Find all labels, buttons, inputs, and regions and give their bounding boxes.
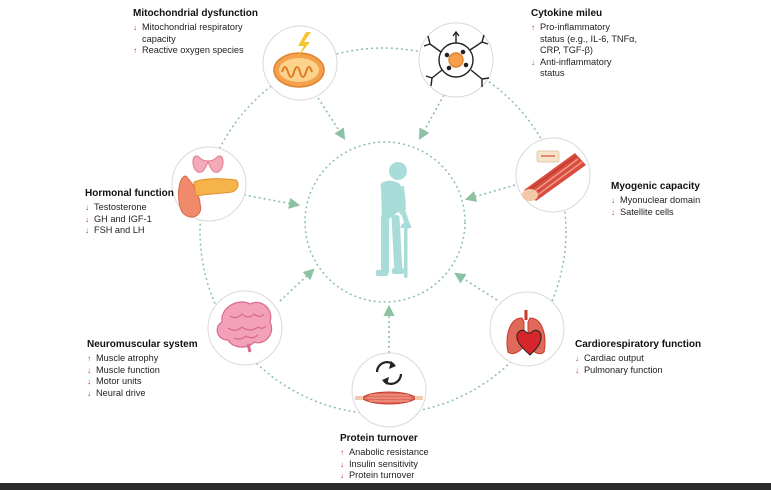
outer-cycle-ring [199, 47, 567, 415]
node-item-text: Anti-inflammatory status [540, 56, 612, 79]
node-title-cardio: Cardiorespiratory function [575, 339, 702, 350]
thyroid-pancreas-icon [178, 155, 239, 218]
node-item-hormone-1: ↓ GH and IGF-1 [85, 214, 174, 225]
node-item-neuro-1: ↓ Muscle function [87, 365, 198, 376]
node-item-protein-1: ↓ Insulin sensitivity [340, 459, 429, 470]
node-item-text: Neural drive [96, 387, 146, 398]
node-item-cardio-0: ↓ Cardiac output [575, 353, 701, 364]
node-item-text: Pulmonary function [584, 364, 663, 375]
increase-arrow-icon: ↑ [133, 46, 137, 56]
increase-arrow-icon: ↑ [87, 354, 91, 364]
node-item-protein-0: ↑ Anabolic resistance [340, 447, 429, 458]
arrow-hormone [238, 193, 301, 209]
brain-icon [216, 301, 273, 353]
arrow-cardio [454, 272, 498, 301]
bottom-bar [0, 483, 771, 490]
decrease-arrow-icon: ↓ [87, 377, 91, 387]
node-item-text: Satellite cells [620, 206, 674, 217]
node-item-mito-0: ↓ Mitochondrial respiratory capacity [133, 22, 258, 45]
node-item-cyto-1: ↓ Anti-inflammatory status [531, 57, 637, 80]
node-item-text: GH and IGF-1 [94, 213, 152, 224]
decrease-arrow-icon: ↓ [575, 354, 579, 364]
immune-cell-icon [423, 30, 490, 87]
node-title-neuro: Neuromuscular system [87, 339, 198, 350]
node-item-text: Mitochondrial respiratory capacity [142, 22, 243, 44]
node-item-neuro-2: ↓ Motor units [87, 376, 198, 387]
center-ring [304, 141, 466, 303]
node-circle-cardio [489, 291, 565, 367]
text-block-neuro: Neuromuscular system ↑ Muscle atrophy ↓ Musc… [87, 339, 198, 399]
node-item-mito-1: ↑ Reactive oxygen species [133, 45, 258, 56]
text-block-mito: Mitochondrial dysfunction ↓ Mitochondrial … [133, 8, 258, 57]
arrow-myo [464, 184, 516, 202]
text-block-myo: Myogenic capacity ↓ Myonuclear domain ↓ Sate… [611, 181, 700, 218]
node-item-myo-1: ↓ Satellite cells [611, 207, 700, 218]
node-item-myo-0: ↓ Myonuclear domain [611, 195, 700, 206]
node-item-protein-2: ↓ Protein turnover [340, 470, 429, 481]
connector-arrows [238, 94, 516, 353]
node-item-neuro-0: ↑ Muscle atrophy [87, 353, 198, 364]
node-item-text: FSH and LH [94, 225, 145, 236]
node-item-text: Protein turnover [349, 470, 415, 481]
node-item-text: Anabolic resistance [349, 447, 429, 458]
arrow-cyto [418, 94, 445, 140]
text-block-hormone: Hormonal function ↓ Testosterone ↓ GH and IG… [85, 188, 174, 237]
node-item-neuro-3: ↓ Neural drive [87, 388, 198, 399]
decrease-arrow-icon: ↓ [85, 226, 89, 236]
decrease-arrow-icon: ↓ [575, 365, 579, 375]
node-title-cyto: Cytokine mileu [531, 8, 603, 19]
node-item-text: Reactive oxygen species [142, 45, 244, 56]
decrease-arrow-icon: ↓ [85, 214, 89, 224]
text-block-cyto: Cytokine mileu ↑ Pro-inflammatory status (… [531, 8, 637, 79]
node-title-protein: Protein turnover [340, 433, 418, 444]
node-title-hormone: Hormonal function [85, 188, 174, 199]
decrease-arrow-icon: ↓ [85, 203, 89, 213]
decrease-arrow-icon: ↓ [133, 23, 137, 33]
muscle-with-cycle-arrows-icon [355, 361, 423, 405]
decrease-arrow-icon: ↓ [531, 57, 535, 67]
increase-arrow-icon: ↑ [531, 23, 535, 33]
decrease-arrow-icon: ↓ [87, 365, 91, 375]
node-item-text: Cardiac output [584, 353, 644, 364]
decrease-arrow-icon: ↓ [611, 207, 615, 217]
decrease-arrow-icon: ↓ [340, 471, 344, 481]
node-item-text: Pro-inflammatory status (e.g., IL-6, TNF… [540, 22, 638, 56]
node-item-text: Muscle atrophy [96, 353, 159, 364]
node-item-text: Insulin sensitivity [349, 458, 418, 469]
text-block-cardio: Cardiorespiratory function ↓ Cardiac outpu… [575, 339, 701, 376]
node-item-text: Muscle function [96, 364, 160, 375]
node-title-mito: Mitochondrial dysfunction [133, 8, 258, 19]
muscle-fiber-icon [522, 150, 586, 201]
node-title-myo: Myogenic capacity [611, 181, 700, 192]
node-item-hormone-2: ↓ FSH and LH [85, 225, 174, 236]
node-item-cyto-0: ↑ Pro-inflammatory status (e.g., IL-6, TN… [531, 22, 637, 56]
elderly-person-with-cane-icon [376, 162, 412, 278]
node-item-hormone-0: ↓ Testosterone [85, 202, 174, 213]
text-block-protein: Protein turnover ↑ Anabolic resistance ↓ Ins… [340, 433, 429, 482]
decrease-arrow-icon: ↓ [340, 459, 344, 469]
node-item-text: Testosterone [94, 202, 147, 213]
heart-lungs-icon [506, 310, 546, 356]
arrow-mito [317, 97, 346, 140]
node-item-text: Myonuclear domain [620, 195, 701, 206]
decrease-arrow-icon: ↓ [87, 388, 91, 398]
arrow-neuro [279, 268, 315, 302]
increase-arrow-icon: ↑ [340, 448, 344, 458]
node-item-cardio-1: ↓ Pulmonary function [575, 365, 701, 376]
mitochondrion-icon [273, 32, 325, 88]
node-circle-protein [351, 352, 427, 428]
node-item-text: Motor units [96, 376, 142, 387]
decrease-arrow-icon: ↓ [611, 196, 615, 206]
